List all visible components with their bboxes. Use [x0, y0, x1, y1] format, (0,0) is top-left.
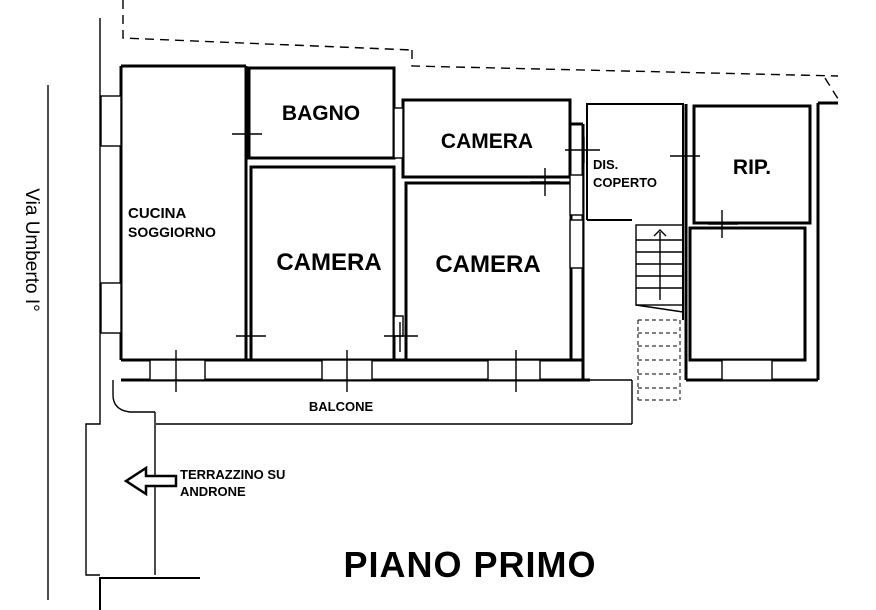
- door-marks: [175, 120, 738, 392]
- room-label-camera-mid-right: CAMERA: [435, 251, 540, 278]
- arrow-left-icon: [123, 465, 178, 497]
- street-label: Via Umberto I°: [21, 188, 42, 311]
- room-label-cucina: CUCINA: [128, 205, 186, 222]
- room-label-rip: RIP.: [733, 156, 771, 179]
- balcony-outline: [112, 379, 633, 575]
- stair-arrow-icon: [653, 229, 667, 237]
- room-label-soggiorno: SOGGIORNO: [128, 224, 216, 240]
- building-walls: [119, 64, 838, 382]
- terrazzino-label-line2: ANDRONE: [180, 484, 246, 499]
- room-label-coperto: COPERTO: [593, 175, 657, 190]
- terrazzino-outline: [85, 380, 200, 610]
- floor-title: PIANO PRIMO: [343, 544, 596, 585]
- street-edge: [47, 18, 101, 600]
- balcone-label: BALCONE: [309, 399, 374, 414]
- property-dashed-outline: [122, 0, 841, 103]
- terrazzino-label-line1: TERRAZZINO SU: [180, 467, 285, 482]
- room-label-camera-mid-left: CAMERA: [276, 249, 381, 276]
- room-label-dis: DIS.: [593, 157, 618, 172]
- staircase: [635, 224, 684, 401]
- room-label-camera-top: CAMERA: [441, 130, 533, 153]
- room-label-bagno: BAGNO: [282, 102, 360, 125]
- windows: [100, 95, 773, 381]
